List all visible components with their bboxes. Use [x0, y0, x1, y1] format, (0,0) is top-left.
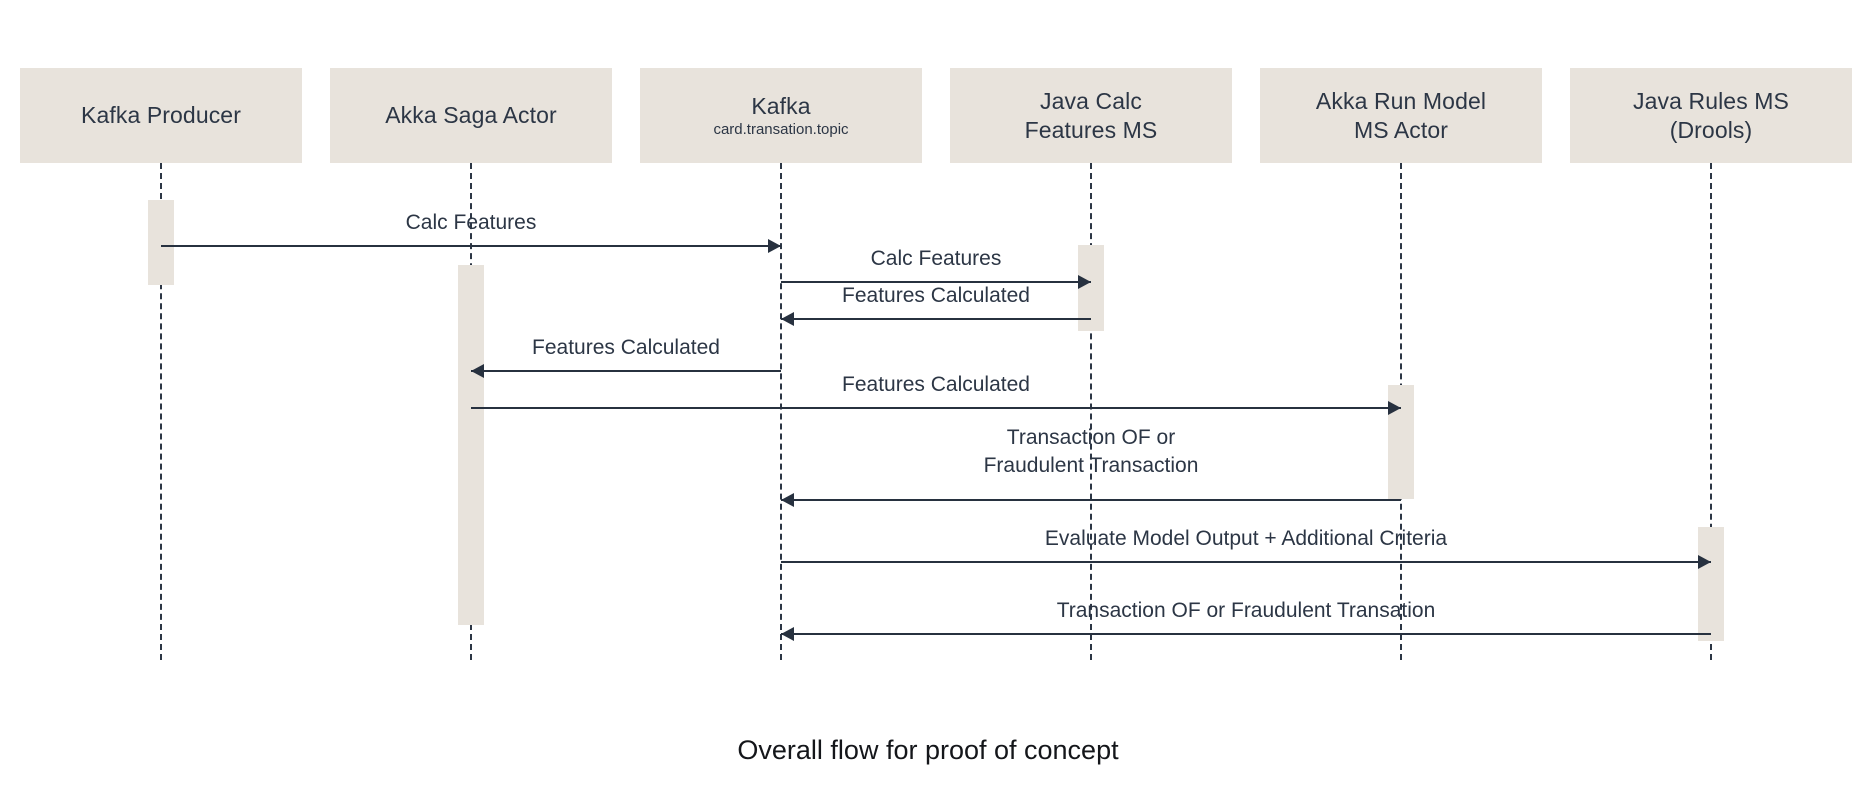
participant-subtitle-kafka: card.transation.topic — [713, 120, 849, 138]
msg-transaction-of-or-fraudulent-arrowhead-icon — [781, 493, 794, 507]
participant-title-akka-saga-actor: Akka Saga Actor — [385, 102, 557, 129]
activation-bar-kafka-producer — [148, 200, 174, 285]
msg-transaction-of-or-fraudulent-label: Transaction OF or Fraudulent Transaction — [983, 426, 1199, 478]
msg-calc-features-producer-to-kafka-label: Calc Features — [405, 211, 537, 234]
msg-evaluate-model-output-arrowhead-icon — [1698, 555, 1711, 569]
participant-kafka-producer[interactable]: Kafka Producer — [20, 68, 302, 163]
msg-transaction-of-or-fraudulent-transation-line — [781, 633, 1711, 635]
diagram-caption: Overall flow for proof of concept — [737, 735, 1119, 765]
participant-akka-saga-actor[interactable]: Akka Saga Actor — [330, 68, 612, 163]
participant-java-calc-features-ms[interactable]: Java Calc Features MS — [950, 68, 1232, 163]
activation-bar-java-rules-ms — [1698, 527, 1724, 641]
msg-evaluate-model-output-label: Evaluate Model Output + Additional Crite… — [1044, 527, 1448, 550]
lifeline-kafka-producer — [160, 163, 162, 660]
msg-features-calculated-kafka-to-saga-line — [471, 370, 781, 372]
participant-akka-run-model-ms-actor[interactable]: Akka Run Model MS Actor — [1260, 68, 1542, 163]
msg-calc-features-kafka-to-calc-arrowhead-icon — [1078, 275, 1091, 289]
msg-features-calculated-saga-to-model-label: Features Calculated — [842, 373, 1030, 396]
lifeline-kafka — [780, 163, 782, 660]
msg-features-calculated-saga-to-model-line — [471, 407, 1401, 409]
participant-title-java-rules-ms: Java Rules MS (Drools) — [1633, 88, 1789, 143]
participant-title-akka-run-model-ms-actor: Akka Run Model MS Actor — [1315, 88, 1487, 143]
msg-calc-features-producer-to-kafka-line — [161, 245, 781, 247]
participant-title-kafka-producer: Kafka Producer — [81, 102, 241, 129]
activation-bar-akka-saga-actor — [458, 265, 484, 625]
lifeline-java-rules-ms — [1710, 163, 1712, 660]
lifeline-java-calc-features-ms — [1090, 163, 1092, 660]
msg-evaluate-model-output-line — [781, 561, 1711, 563]
participant-title-java-calc-features-ms: Java Calc Features MS — [1024, 88, 1158, 143]
msg-transaction-of-or-fraudulent-line — [781, 499, 1401, 501]
participant-java-rules-ms[interactable]: Java Rules MS (Drools) — [1570, 68, 1852, 163]
msg-features-calculated-kafka-to-saga-label: Features Calculated — [532, 336, 720, 359]
msg-features-calculated-calc-to-kafka-label: Features Calculated — [842, 284, 1030, 307]
participant-title-kafka: Kafka — [751, 92, 811, 119]
msg-calc-features-kafka-to-calc-line — [781, 281, 1091, 283]
msg-transaction-of-or-fraudulent-transation-label: Transaction OF or Fraudulent Transation — [1056, 599, 1436, 622]
msg-calc-features-kafka-to-calc-label: Calc Features — [870, 247, 1002, 270]
msg-features-calculated-saga-to-model-arrowhead-icon — [1388, 401, 1401, 415]
msg-transaction-of-or-fraudulent-transation-arrowhead-icon — [781, 627, 794, 641]
msg-features-calculated-calc-to-kafka-arrowhead-icon — [781, 312, 794, 326]
msg-features-calculated-calc-to-kafka-line — [781, 318, 1091, 320]
msg-features-calculated-kafka-to-saga-arrowhead-icon — [471, 364, 484, 378]
msg-calc-features-producer-to-kafka-arrowhead-icon — [768, 239, 781, 253]
